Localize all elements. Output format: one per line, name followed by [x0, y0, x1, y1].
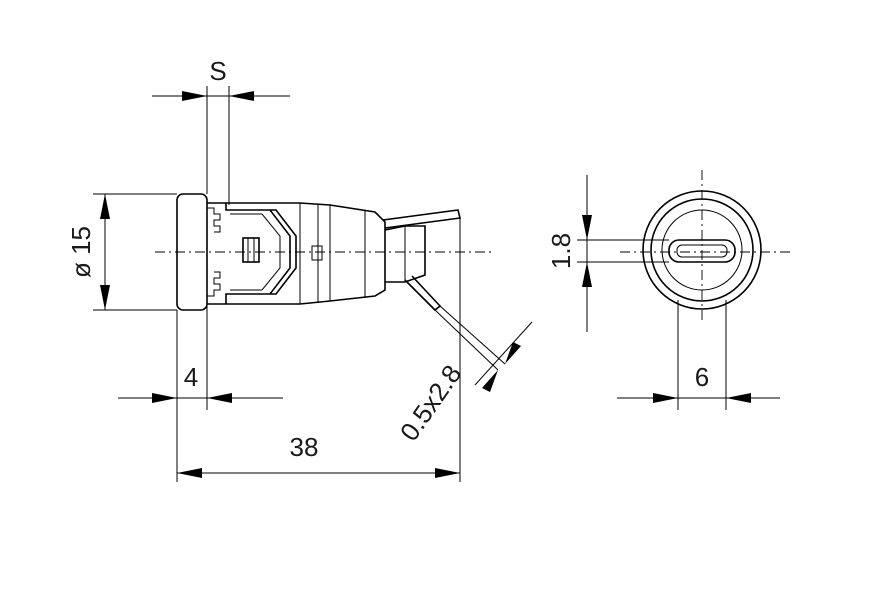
lock-housing — [207, 202, 386, 305]
dim-terminal-label: 0.5x2.8 — [394, 359, 467, 446]
dim-key-width-label: 6 — [695, 362, 709, 392]
dim-slot-width-label: 1.8 — [546, 233, 576, 269]
upper-blade-terminal — [382, 209, 461, 229]
lock-flange — [176, 193, 208, 311]
front-cylinder — [661, 209, 743, 291]
front-outer-ring — [642, 190, 762, 310]
spring-clip — [225, 203, 297, 304]
side-dimensions: S ø 15 4 38 0.5x2.8 — [66, 56, 533, 482]
terminal-block — [384, 225, 426, 283]
front-view — [620, 170, 790, 320]
side-view — [155, 193, 506, 371]
lower-blade-terminal — [404, 275, 442, 312]
key-slot — [668, 239, 736, 263]
housing-window — [242, 237, 260, 263]
dim-s-label: S — [209, 56, 226, 86]
dim-length-label: 38 — [290, 432, 319, 462]
dim-flange-label: 4 — [184, 362, 198, 392]
front-dimensions: 1.8 6 — [546, 175, 780, 410]
housing-teeth — [207, 207, 221, 297]
dim-diameter-label: ø 15 — [66, 226, 96, 278]
front-inner-ring — [650, 198, 754, 302]
